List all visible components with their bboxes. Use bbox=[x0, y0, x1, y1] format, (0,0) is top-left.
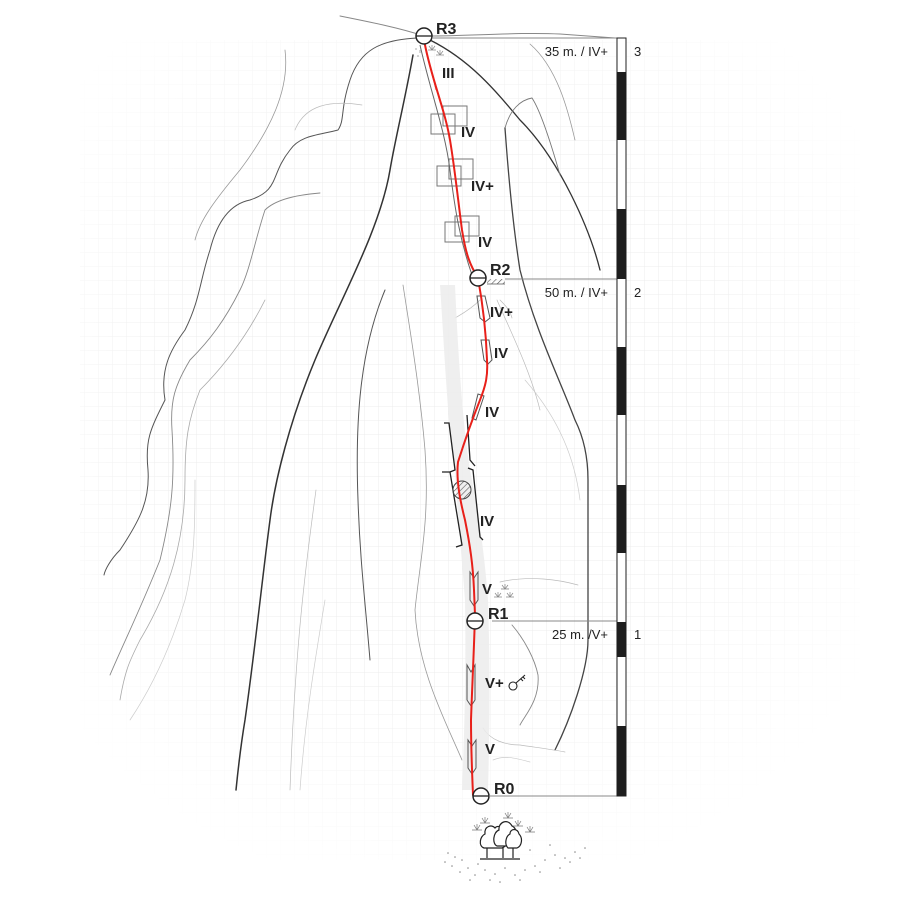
scale-number: 1 bbox=[634, 627, 641, 642]
grade-label: IV bbox=[480, 513, 494, 530]
base-grass-icon bbox=[472, 812, 535, 833]
route-corridor bbox=[440, 285, 490, 790]
grade-label: IV bbox=[478, 234, 492, 251]
grade-label: IV bbox=[461, 124, 475, 141]
anchor-label: R2 bbox=[490, 262, 511, 279]
anchor-R2[interactable]: R2 bbox=[469, 262, 511, 287]
rock-outlines bbox=[103, 15, 616, 791]
section-grades: III IV IV+ IV IV+ IV IV IV V V+ V bbox=[442, 65, 513, 758]
scree bbox=[444, 844, 586, 883]
pitch-3-label: 35 m. / IV+ bbox=[545, 44, 608, 59]
grade-label: V bbox=[482, 581, 492, 598]
grade-label: IV bbox=[485, 404, 499, 421]
anchor-label: R0 bbox=[494, 781, 515, 798]
grade-label: IV bbox=[494, 345, 508, 362]
grade-label: IV+ bbox=[490, 304, 513, 321]
anchor-R3[interactable]: R3 bbox=[415, 21, 457, 45]
grade-label: IV+ bbox=[471, 178, 494, 195]
grade-label: V+ bbox=[485, 675, 504, 692]
protection-markers bbox=[466, 295, 493, 775]
pitch-2-label: 50 m. / IV+ bbox=[545, 285, 608, 300]
scale-number: 3 bbox=[634, 44, 641, 59]
grass-tufts-icon bbox=[415, 45, 514, 598]
key-icon bbox=[508, 674, 526, 691]
grade-label: III bbox=[442, 65, 455, 82]
anchor-label: R1 bbox=[488, 606, 509, 623]
hatched-bulge-icon bbox=[452, 480, 472, 500]
chimney-brackets bbox=[442, 414, 484, 548]
grade-label: V bbox=[485, 741, 495, 758]
anchor-label: R3 bbox=[436, 21, 457, 38]
anchor-R1[interactable]: R1 bbox=[466, 606, 509, 630]
pitch-labels: 35 m. / IV+ 50 m. / IV+ 25 m. /V+ bbox=[545, 44, 608, 642]
trees-icon bbox=[479, 821, 523, 860]
overhang-blocks bbox=[430, 105, 480, 243]
ledge-hatch bbox=[487, 279, 505, 284]
height-scale-bar: 3 2 1 bbox=[616, 37, 641, 797]
pitch-1-label: 25 m. /V+ bbox=[552, 627, 608, 642]
scale-number: 2 bbox=[634, 285, 641, 300]
route-line bbox=[424, 44, 489, 796]
rope-shadow bbox=[419, 44, 473, 276]
pitch-dividers bbox=[432, 37, 617, 797]
